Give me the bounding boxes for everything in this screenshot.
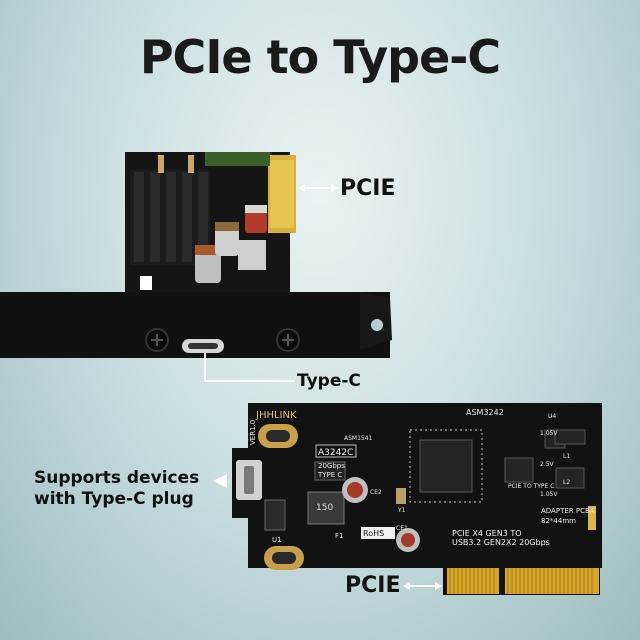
svg-text:1.05V: 1.05V [540, 430, 558, 437]
brand-text: JHHLINK [255, 410, 297, 421]
svg-text:ADAPTER PCBA: ADAPTER PCBA [541, 507, 595, 515]
pcie-top-label: PCIE [340, 176, 396, 201]
pointer-triangle-icon [213, 474, 227, 488]
top-card-photo [0, 152, 392, 382]
svg-text:F1: F1 [335, 532, 343, 540]
svg-text:82*44mm: 82*44mm [541, 517, 576, 525]
svg-text:RoHS: RoHS [363, 529, 384, 538]
svg-text:PCIE TO TYPE C: PCIE TO TYPE C [508, 483, 554, 490]
page-title: PCIe to Type-C [139, 30, 501, 84]
svg-text:PCIE X4 GEN3 TO: PCIE X4 GEN3 TO [452, 529, 522, 538]
svg-text:ASM1541: ASM1541 [344, 435, 373, 442]
svg-text:150: 150 [316, 503, 333, 513]
pcie-bottom-label: PCIE [345, 573, 401, 598]
svg-text:USB3.2 GEN2X2 20Gbps: USB3.2 GEN2X2 20Gbps [452, 538, 550, 547]
svg-text:VER1.0: VER1.0 [249, 420, 257, 445]
svg-text:TYPE C: TYPE C [317, 471, 342, 479]
svg-text:CE2: CE2 [370, 489, 382, 496]
type-c-label: Type-C [297, 371, 361, 391]
svg-text:CE1: CE1 [396, 525, 408, 532]
chip-label: ASM3242 [466, 408, 504, 417]
asm3242-chip-icon [419, 439, 473, 493]
svg-text:L1: L1 [563, 453, 570, 460]
svg-text:20Gbps: 20Gbps [318, 462, 345, 470]
svg-text:2.5V: 2.5V [540, 461, 555, 468]
svg-text:U1: U1 [272, 536, 282, 544]
bottom-gold-fingers [447, 568, 599, 594]
supports-label: Supports devices with Type-C plug [34, 468, 200, 509]
svg-text:U4: U4 [548, 413, 556, 420]
svg-text:L2: L2 [563, 479, 570, 486]
svg-text:1.05V: 1.05V [540, 491, 558, 498]
svg-text:Y1: Y1 [397, 507, 406, 514]
bottom-card-photo: JHHLINK ASM3242 VER1.0 A3242C 20Gbps TYP… [213, 403, 602, 595]
inductor-icon [307, 491, 345, 525]
svg-text:A3242C: A3242C [318, 448, 353, 458]
